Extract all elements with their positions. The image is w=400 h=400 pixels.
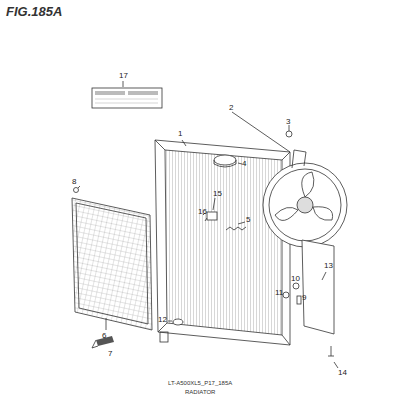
callout-number: 12 — [158, 316, 167, 324]
callout-number: 7 — [108, 350, 112, 358]
callout-number: 17 — [119, 72, 128, 80]
callout-number: 3 — [286, 118, 290, 126]
callout-number: 15 — [213, 190, 222, 198]
callout-number: 6 — [102, 332, 106, 340]
callout-number: 9 — [302, 294, 306, 302]
callout-number: 14 — [338, 369, 347, 377]
callout-number: 16 — [198, 208, 207, 216]
callout-number: 8 — [72, 178, 76, 186]
callout-number: 1 — [178, 130, 182, 138]
callout-number: 5 — [246, 216, 250, 224]
figure-title: FIG.185A — [6, 5, 62, 18]
drawing-code: LT-A500XL5_P17_185A — [168, 380, 232, 386]
callout-number: 10 — [291, 275, 300, 283]
callout-number: 4 — [242, 160, 246, 168]
callout-number: 11 — [275, 289, 283, 297]
figure-caption: RADIATOR — [185, 389, 215, 395]
callout-number: 13 — [324, 262, 333, 270]
callout-number: 2 — [229, 104, 233, 112]
